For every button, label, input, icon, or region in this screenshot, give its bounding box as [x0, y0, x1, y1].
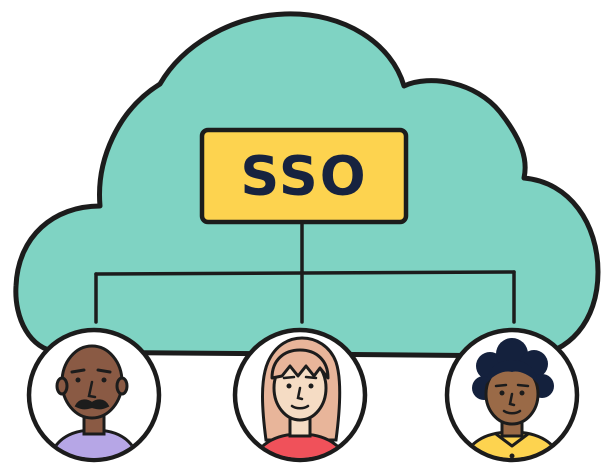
- hair-top: [486, 360, 538, 384]
- hair-bangs: [270, 348, 330, 380]
- eyebrows: [282, 375, 318, 380]
- eyebrows: [70, 368, 112, 374]
- user-avatar-bald-mustache: [26, 327, 162, 463]
- eye-right: [519, 390, 525, 396]
- sso-label-box: SSO: [199, 127, 409, 225]
- sso-label-background: [199, 127, 409, 225]
- ear-left: [55, 376, 69, 396]
- connector-lines: [94, 220, 516, 324]
- nose: [508, 392, 516, 407]
- shirt-collar: [495, 432, 529, 448]
- mouth: [502, 409, 522, 415]
- eyebrows: [494, 383, 530, 388]
- nose: [296, 386, 304, 401]
- shirt-button: [509, 453, 515, 458]
- connector-horizontal: [94, 270, 516, 276]
- nose: [87, 380, 97, 399]
- eye-right: [101, 377, 107, 383]
- sso-label-text: SSO: [240, 145, 367, 208]
- mustache: [74, 399, 110, 410]
- user-avatar-long-hair: [232, 327, 368, 463]
- eye-left: [75, 377, 81, 383]
- eye-left: [286, 383, 292, 389]
- ear-right: [115, 376, 129, 396]
- mouth: [290, 404, 310, 410]
- eye-left: [499, 390, 505, 396]
- user-avatar-curly-hair: [444, 327, 580, 463]
- eye-right: [308, 383, 314, 389]
